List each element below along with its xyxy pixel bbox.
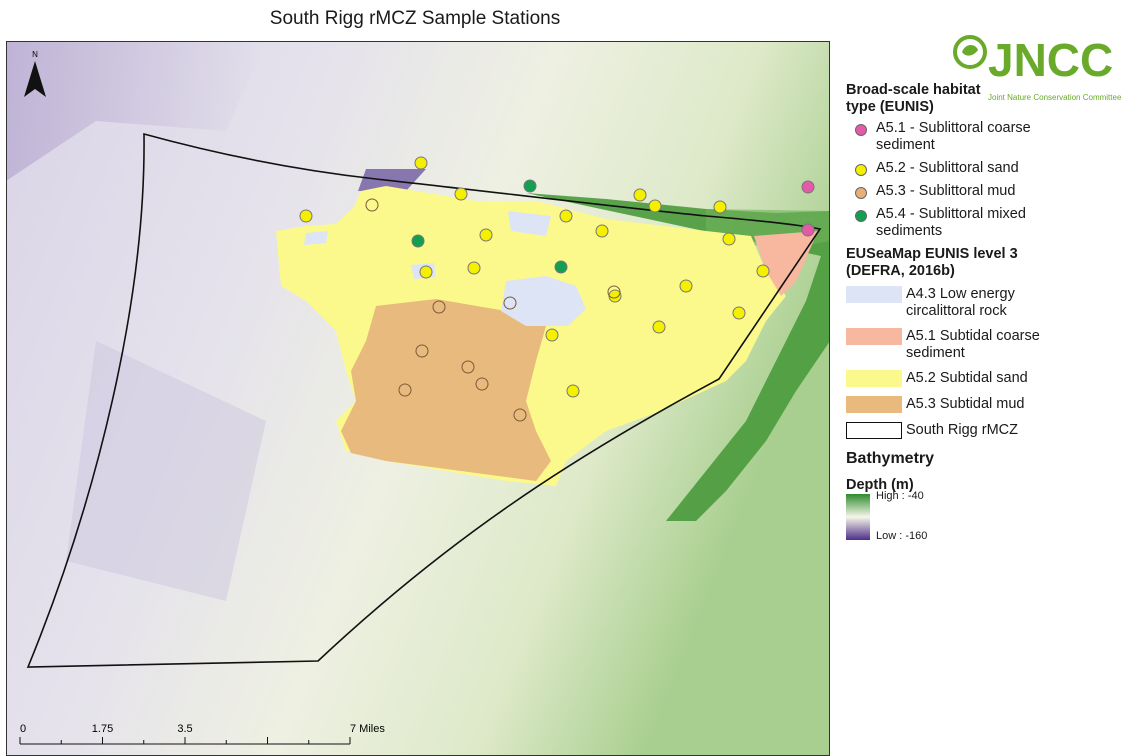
north-arrow: N bbox=[24, 50, 46, 97]
legend-row-point: A5.2 - Sublittoral sand bbox=[846, 160, 1132, 177]
station-A5-2[interactable] bbox=[479, 228, 493, 242]
habitat-subtidal-coarse-sediment[interactable] bbox=[754, 231, 818, 296]
station-A5-3[interactable] bbox=[503, 296, 517, 310]
scale-bar-label: 1.75 bbox=[92, 723, 113, 735]
station-A5-3[interactable] bbox=[398, 383, 412, 397]
legend-poly-swatch bbox=[846, 328, 902, 345]
habitat-subtidal-mud[interactable] bbox=[341, 299, 551, 481]
legend-row-poly: A4.3 Low energy circalittoral rock bbox=[846, 286, 1132, 320]
shallow-strip bbox=[526, 193, 830, 521]
sample-stations bbox=[299, 156, 815, 422]
station-A5-2[interactable] bbox=[756, 264, 770, 278]
station-A5-2[interactable] bbox=[419, 265, 433, 279]
legend-bathymetry-header: Bathymetry bbox=[846, 450, 935, 467]
habitat-low-energy-rock[interactable] bbox=[501, 276, 586, 326]
legend-row-point: A5.1 - Sublittoral coarse sediment bbox=[846, 120, 1132, 154]
legend-point-swatch bbox=[855, 187, 867, 199]
station-A5-4[interactable] bbox=[523, 179, 537, 193]
scale-bar-label: 3.5 bbox=[177, 723, 192, 735]
station-A5-2[interactable] bbox=[648, 199, 662, 213]
station-A5-2[interactable] bbox=[299, 209, 313, 223]
logo-subtitle: Joint Nature Conservation Committee bbox=[988, 93, 1122, 102]
legend-poly-label: A4.3 Low energy circalittoral rock bbox=[906, 286, 1015, 319]
station-A5-3[interactable] bbox=[607, 285, 621, 299]
legend-boundary-label: South Rigg rMCZ bbox=[906, 422, 1019, 438]
station-A5-2[interactable] bbox=[414, 156, 428, 170]
jncc-logo-mark: JNCC Joint Nature Conservation Committee bbox=[953, 34, 1122, 102]
legend-depth-header: Depth (m) bbox=[846, 477, 914, 493]
depth-low-label: Low : -160 bbox=[876, 530, 928, 542]
map-title: South Rigg rMCZ Sample Stations bbox=[269, 8, 561, 29]
station-A5-2[interactable] bbox=[652, 320, 666, 334]
scale-bar-label: 0 bbox=[20, 723, 26, 735]
station-A5-3[interactable] bbox=[432, 300, 446, 314]
legend-point-label: A5.4 - Sublittoral mixed sediments bbox=[876, 206, 1026, 239]
station-A5-3[interactable] bbox=[415, 344, 429, 358]
legend-point-label: A5.3 - Sublittoral mud bbox=[876, 183, 1016, 199]
legend-row-poly: A5.1 Subtidal coarse sediment bbox=[846, 328, 1132, 362]
rmcz-boundary[interactable] bbox=[26, 132, 822, 668]
station-A5-3[interactable] bbox=[461, 360, 475, 374]
legend-point-swatch bbox=[855, 210, 867, 222]
station-A5-1[interactable] bbox=[801, 180, 815, 194]
station-A5-3[interactable] bbox=[475, 377, 489, 391]
deep-patch bbox=[6, 41, 266, 181]
station-A5-2[interactable] bbox=[679, 279, 693, 293]
station-A5-2[interactable] bbox=[722, 232, 736, 246]
legend-row-point: A5.3 - Sublittoral mud bbox=[846, 183, 1132, 200]
legend-point-label: A5.1 - Sublittoral coarse sediment bbox=[876, 120, 1031, 153]
station-A5-4[interactable] bbox=[411, 234, 425, 248]
legend-row-point: A5.4 - Sublittoral mixed sediments bbox=[846, 206, 1132, 240]
legend-point-swatch bbox=[855, 124, 867, 136]
legend-row-poly: A5.2 Subtidal sand bbox=[846, 370, 1132, 388]
north-label: N bbox=[32, 50, 38, 59]
legend-poly-swatch bbox=[846, 286, 902, 303]
station-A5-2[interactable] bbox=[633, 188, 647, 202]
legend-poly-swatch bbox=[846, 370, 902, 387]
legend-row-boundary: South Rigg rMCZ bbox=[846, 422, 1132, 440]
habitat-low-energy-rock[interactable] bbox=[508, 211, 551, 236]
depth-high-label: High : -40 bbox=[876, 490, 924, 502]
map-legend: Broad-scale habitat type (EUNIS) A5.1 - … bbox=[846, 82, 1132, 544]
logo-text: JNCC bbox=[988, 34, 1113, 86]
legend-point-label: A5.2 - Sublittoral sand bbox=[876, 160, 1019, 176]
habitat-low-energy-rock[interactable] bbox=[304, 231, 328, 245]
station-A5-3[interactable] bbox=[365, 198, 379, 212]
station-A5-2[interactable] bbox=[467, 261, 481, 275]
legend-polys-header: EUSeaMap EUNIS level 3 (DEFRA, 2016b) bbox=[846, 246, 1018, 279]
station-A5-2[interactable] bbox=[608, 289, 622, 303]
station-A5-2[interactable] bbox=[559, 209, 573, 223]
scale-bar-label: 7 Miles bbox=[350, 723, 385, 735]
legend-poly-label: A5.3 Subtidal mud bbox=[906, 396, 1025, 412]
station-A5-2[interactable] bbox=[732, 306, 746, 320]
station-A5-2[interactable] bbox=[566, 384, 580, 398]
deep-patch bbox=[66, 341, 266, 601]
scale-bar: 0 1.75 3.5 7 Miles bbox=[19, 723, 385, 745]
depth-ramp: High : -40 Low : -160 bbox=[846, 490, 1132, 544]
station-A5-1[interactable] bbox=[801, 223, 815, 237]
legend-point-swatch bbox=[855, 164, 867, 176]
legend-poly-label: A5.1 Subtidal coarse sediment bbox=[906, 328, 1040, 361]
legend-points-header: Broad-scale habitat type (EUNIS) bbox=[846, 82, 981, 115]
map-frame[interactable]: N 0 1.75 3.5 7 Miles bbox=[6, 41, 830, 756]
station-A5-2[interactable] bbox=[713, 200, 727, 214]
station-A5-2[interactable] bbox=[595, 224, 609, 238]
station-A5-2[interactable] bbox=[545, 328, 559, 342]
legend-poly-swatch bbox=[846, 396, 902, 413]
station-A5-2[interactable] bbox=[454, 187, 468, 201]
legend-row-poly: A5.3 Subtidal mud bbox=[846, 396, 1132, 414]
station-A5-3[interactable] bbox=[513, 408, 527, 422]
depth-ramp-swatch bbox=[846, 494, 870, 540]
legend-poly-label: A5.2 Subtidal sand bbox=[906, 370, 1028, 386]
jncc-logo: JNCC Joint Nature Conservation Committee bbox=[950, 34, 1130, 104]
station-A5-4[interactable] bbox=[554, 260, 568, 274]
